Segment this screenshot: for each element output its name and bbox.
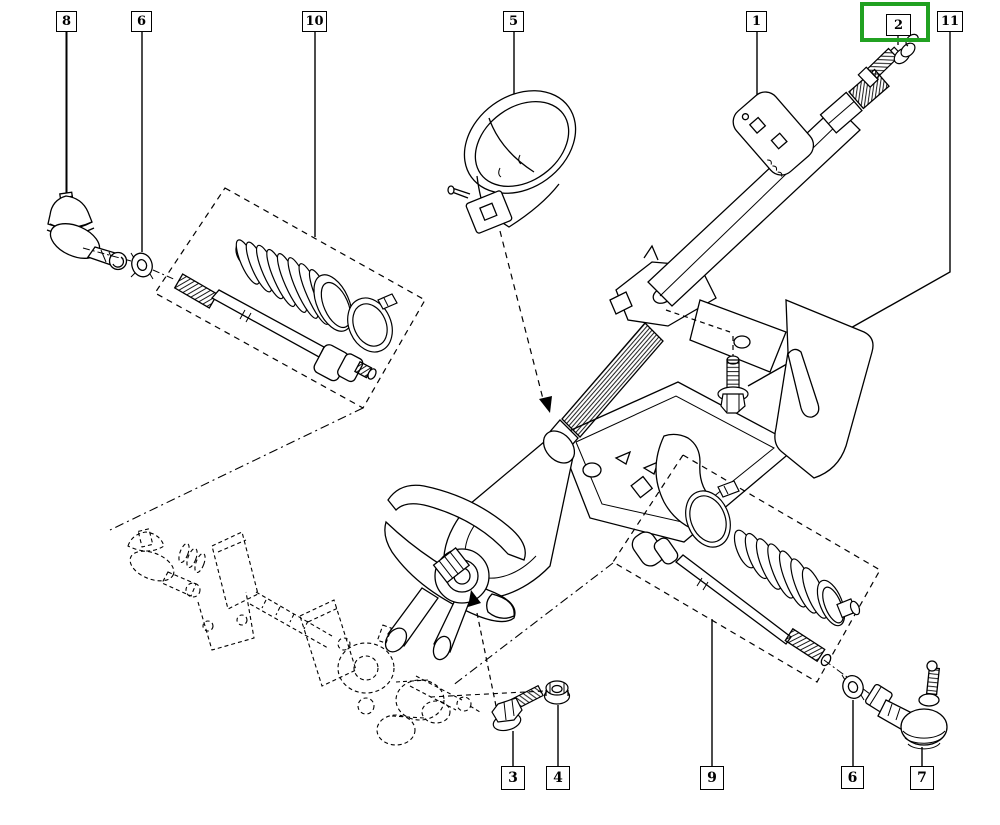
bolt-3-drawing <box>491 686 543 734</box>
axis-line-left <box>83 248 176 280</box>
pointer-dash-4 <box>430 691 544 697</box>
steering-column-drawing <box>558 70 889 542</box>
boot-clamp-9 <box>678 481 739 554</box>
column-grommet-5-drawing <box>444 70 595 234</box>
bellows-boot-9 <box>730 527 861 629</box>
inner-tie-rod-9 <box>628 528 832 667</box>
highlight-frame <box>860 2 930 42</box>
arrow-down-icon <box>539 396 552 413</box>
leader-lines <box>67 32 951 766</box>
tie-rod-end-7-drawing <box>865 661 947 749</box>
axis-line-kit10-to-rack <box>110 408 363 530</box>
boot-kit-10-drawing <box>155 188 425 408</box>
callout-11[interactable]: 11 <box>937 11 963 32</box>
callout-1[interactable]: 1 <box>746 11 767 32</box>
callout-4[interactable]: 4 <box>546 766 570 790</box>
bellows-boot-10 <box>232 237 360 337</box>
callout-3[interactable]: 3 <box>501 766 525 790</box>
screw-2-drawing <box>858 34 918 87</box>
boot-clamp-10 <box>339 291 400 359</box>
callout-10[interactable]: 10 <box>302 11 327 32</box>
pointer-dash-5 <box>500 231 543 399</box>
nut-4-drawing <box>545 681 570 704</box>
tie-rod-end-8-drawing <box>45 192 126 269</box>
callout-6-top[interactable]: 6 <box>131 11 152 32</box>
callout-8[interactable]: 8 <box>56 11 77 32</box>
lock-nut-6-bottom-drawing <box>840 673 867 701</box>
intermediate-shaft-drawing <box>381 323 663 662</box>
inner-tie-rod-10 <box>175 274 378 383</box>
callout-5[interactable]: 5 <box>503 11 524 32</box>
callout-9[interactable]: 9 <box>700 766 724 790</box>
column-bolt-drawing <box>666 310 748 413</box>
axis-line-kit9-to-rack <box>452 563 613 686</box>
callout-2-highlighted[interactable]: 2 <box>886 14 911 36</box>
arrow-up-icon <box>468 590 481 607</box>
callout-6-bottom[interactable]: 6 <box>841 766 864 789</box>
lock-nut-6-top-drawing <box>128 250 155 279</box>
boot-kit-9-drawing <box>613 455 880 682</box>
callout-7[interactable]: 7 <box>910 766 934 790</box>
kit-9-box <box>613 455 880 682</box>
steering-rack-phantom-drawing <box>126 529 480 745</box>
